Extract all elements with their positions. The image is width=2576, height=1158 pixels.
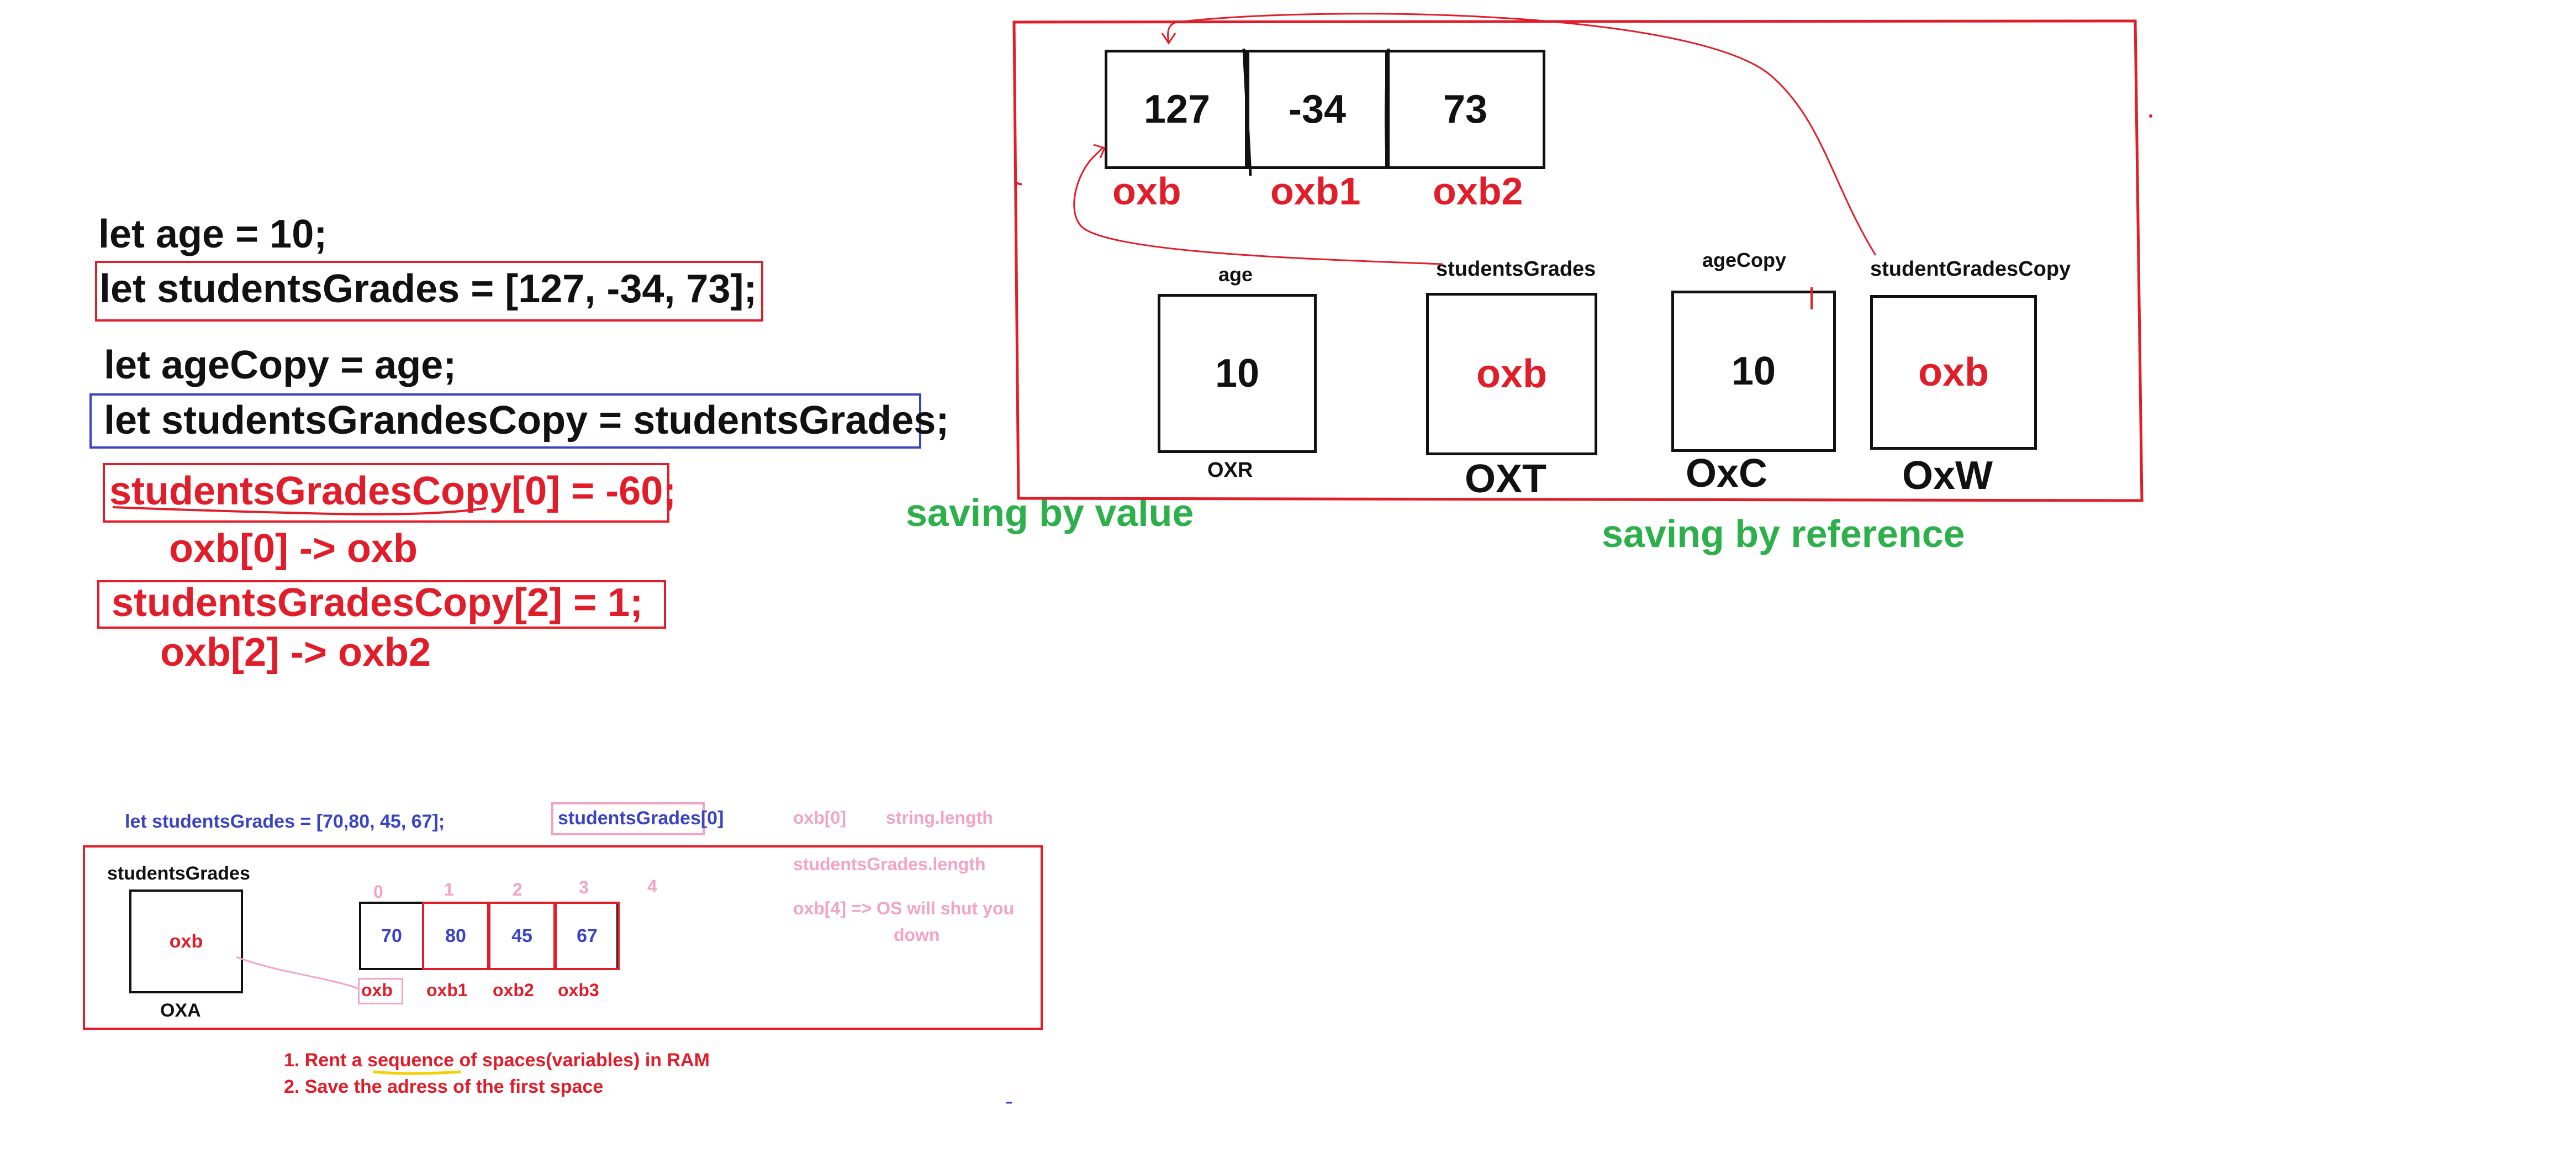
example-var-label: studentsGrades	[107, 863, 250, 884]
array-cell-2: 73	[1385, 50, 1545, 169]
example-address-0: oxb	[361, 980, 393, 1000]
array-cell-1: -34	[1245, 50, 1390, 169]
example-var-address: OXA	[160, 1000, 201, 1021]
example-value-1: 80	[445, 925, 466, 946]
array-value-1: -34	[1288, 87, 1347, 131]
note-string-length: string.length	[886, 808, 993, 828]
var-studentgradescopy-box: oxb	[1870, 295, 2037, 450]
var-age-box: 10	[1158, 294, 1317, 453]
var-studentsgrades-value: oxb	[1476, 352, 1547, 396]
code-line-agecopy: let ageCopy = age;	[104, 343, 457, 387]
var-studentgradescopy-value: oxb	[1918, 350, 1989, 394]
example-cell-3: 67	[555, 902, 620, 970]
note-index: oxb[0]	[793, 808, 846, 828]
assign-line-1: studentsGradesCopy[0] = -60;	[109, 469, 677, 513]
var-agecopy-label: ageCopy	[1702, 249, 1787, 271]
example-access: studentsGrades[0]	[558, 808, 724, 829]
note-os: oxb[4] => OS will shut you	[793, 898, 1015, 918]
example-code: let studentsGrades = [70,80, 45, 67];	[125, 811, 445, 832]
array-address-1: oxb1	[1270, 170, 1361, 213]
code-line-array: let studentsGrades = [127, -34, 73];	[99, 267, 757, 311]
note-array-length: studentsGrades.length	[793, 854, 986, 874]
example-var-value: oxb	[169, 930, 203, 952]
assign-line-1-box	[103, 463, 669, 523]
var-age-address: OXR	[1207, 459, 1253, 482]
example-address-2: oxb2	[493, 980, 534, 1000]
sequence-highlight	[373, 1070, 461, 1075]
var-age-value: 10	[1215, 351, 1260, 396]
example-cell-1: 80	[422, 902, 489, 970]
array-value-2: 73	[1443, 87, 1488, 131]
example-address-1: oxb1	[426, 980, 468, 1000]
example-cell-0: 70	[359, 902, 424, 970]
array-address-2: oxb2	[1433, 170, 1523, 213]
var-agecopy-value: 10	[1731, 349, 1776, 393]
array-value-0: 127	[1143, 87, 1211, 131]
example-value-3: 67	[577, 925, 598, 946]
note-os-2: down	[894, 925, 940, 945]
var-age-label: age	[1218, 263, 1253, 286]
var-agecopy-box: 10	[1671, 291, 1836, 452]
index-3: 3	[579, 877, 589, 897]
assign-line-2-box	[97, 580, 666, 629]
array-address-0: oxb	[1112, 170, 1181, 213]
var-agecopy-address: OxC	[1686, 451, 1768, 496]
reference-arrowhead-copy	[1161, 33, 1176, 45]
assign-line-1-note: oxb[0] -> oxb	[169, 527, 418, 571]
caption-by-value: saving by value	[906, 491, 1194, 534]
array-cell-0: 127	[1105, 50, 1249, 169]
example-address-0-box	[358, 978, 403, 1004]
index-1: 1	[444, 880, 454, 899]
var-studentsgrades-label: studentsGrades	[1436, 257, 1596, 281]
code-line-arraycopy: let studentsGrandesCopy = studentsGrades…	[104, 398, 949, 443]
example-value-2: 45	[511, 925, 532, 946]
var-studentsgrades-address: OXT	[1465, 457, 1547, 501]
var-studentgradescopy-address: OxW	[1902, 454, 1993, 498]
index-4: 4	[647, 876, 657, 896]
index-2: 2	[513, 880, 522, 899]
example-var-box: oxb	[129, 889, 243, 993]
example-frame	[83, 845, 1043, 1030]
code-line-arraycopy-box	[89, 393, 921, 449]
assign-line-2-note: oxb[2] -> oxb2	[160, 630, 431, 675]
example-address-3: oxb3	[558, 980, 599, 1000]
step-1: 1. Rent a sequence of spaces(variables) …	[284, 1050, 710, 1071]
code-line-array-box	[95, 261, 763, 322]
step-2: 2. Save the adress of the first space	[284, 1076, 604, 1097]
example-value-0: 70	[381, 925, 402, 946]
reference-arrowhead-grades	[1093, 144, 1106, 159]
var-studentgradescopy-label: studentGradesCopy	[1870, 257, 2071, 281]
caption-by-reference: saving by reference	[1602, 512, 1965, 555]
frame-tick	[1013, 181, 1022, 186]
example-access-box	[551, 802, 705, 835]
index-0: 0	[373, 882, 383, 902]
assign-line-2: studentsGradesCopy[2] = 1;	[112, 581, 643, 625]
example-cell-2: 45	[488, 902, 556, 970]
stray-dot	[2149, 114, 2152, 118]
code-line-age: let age = 10;	[98, 212, 328, 256]
var-studentsgrades-box: oxb	[1426, 293, 1597, 455]
